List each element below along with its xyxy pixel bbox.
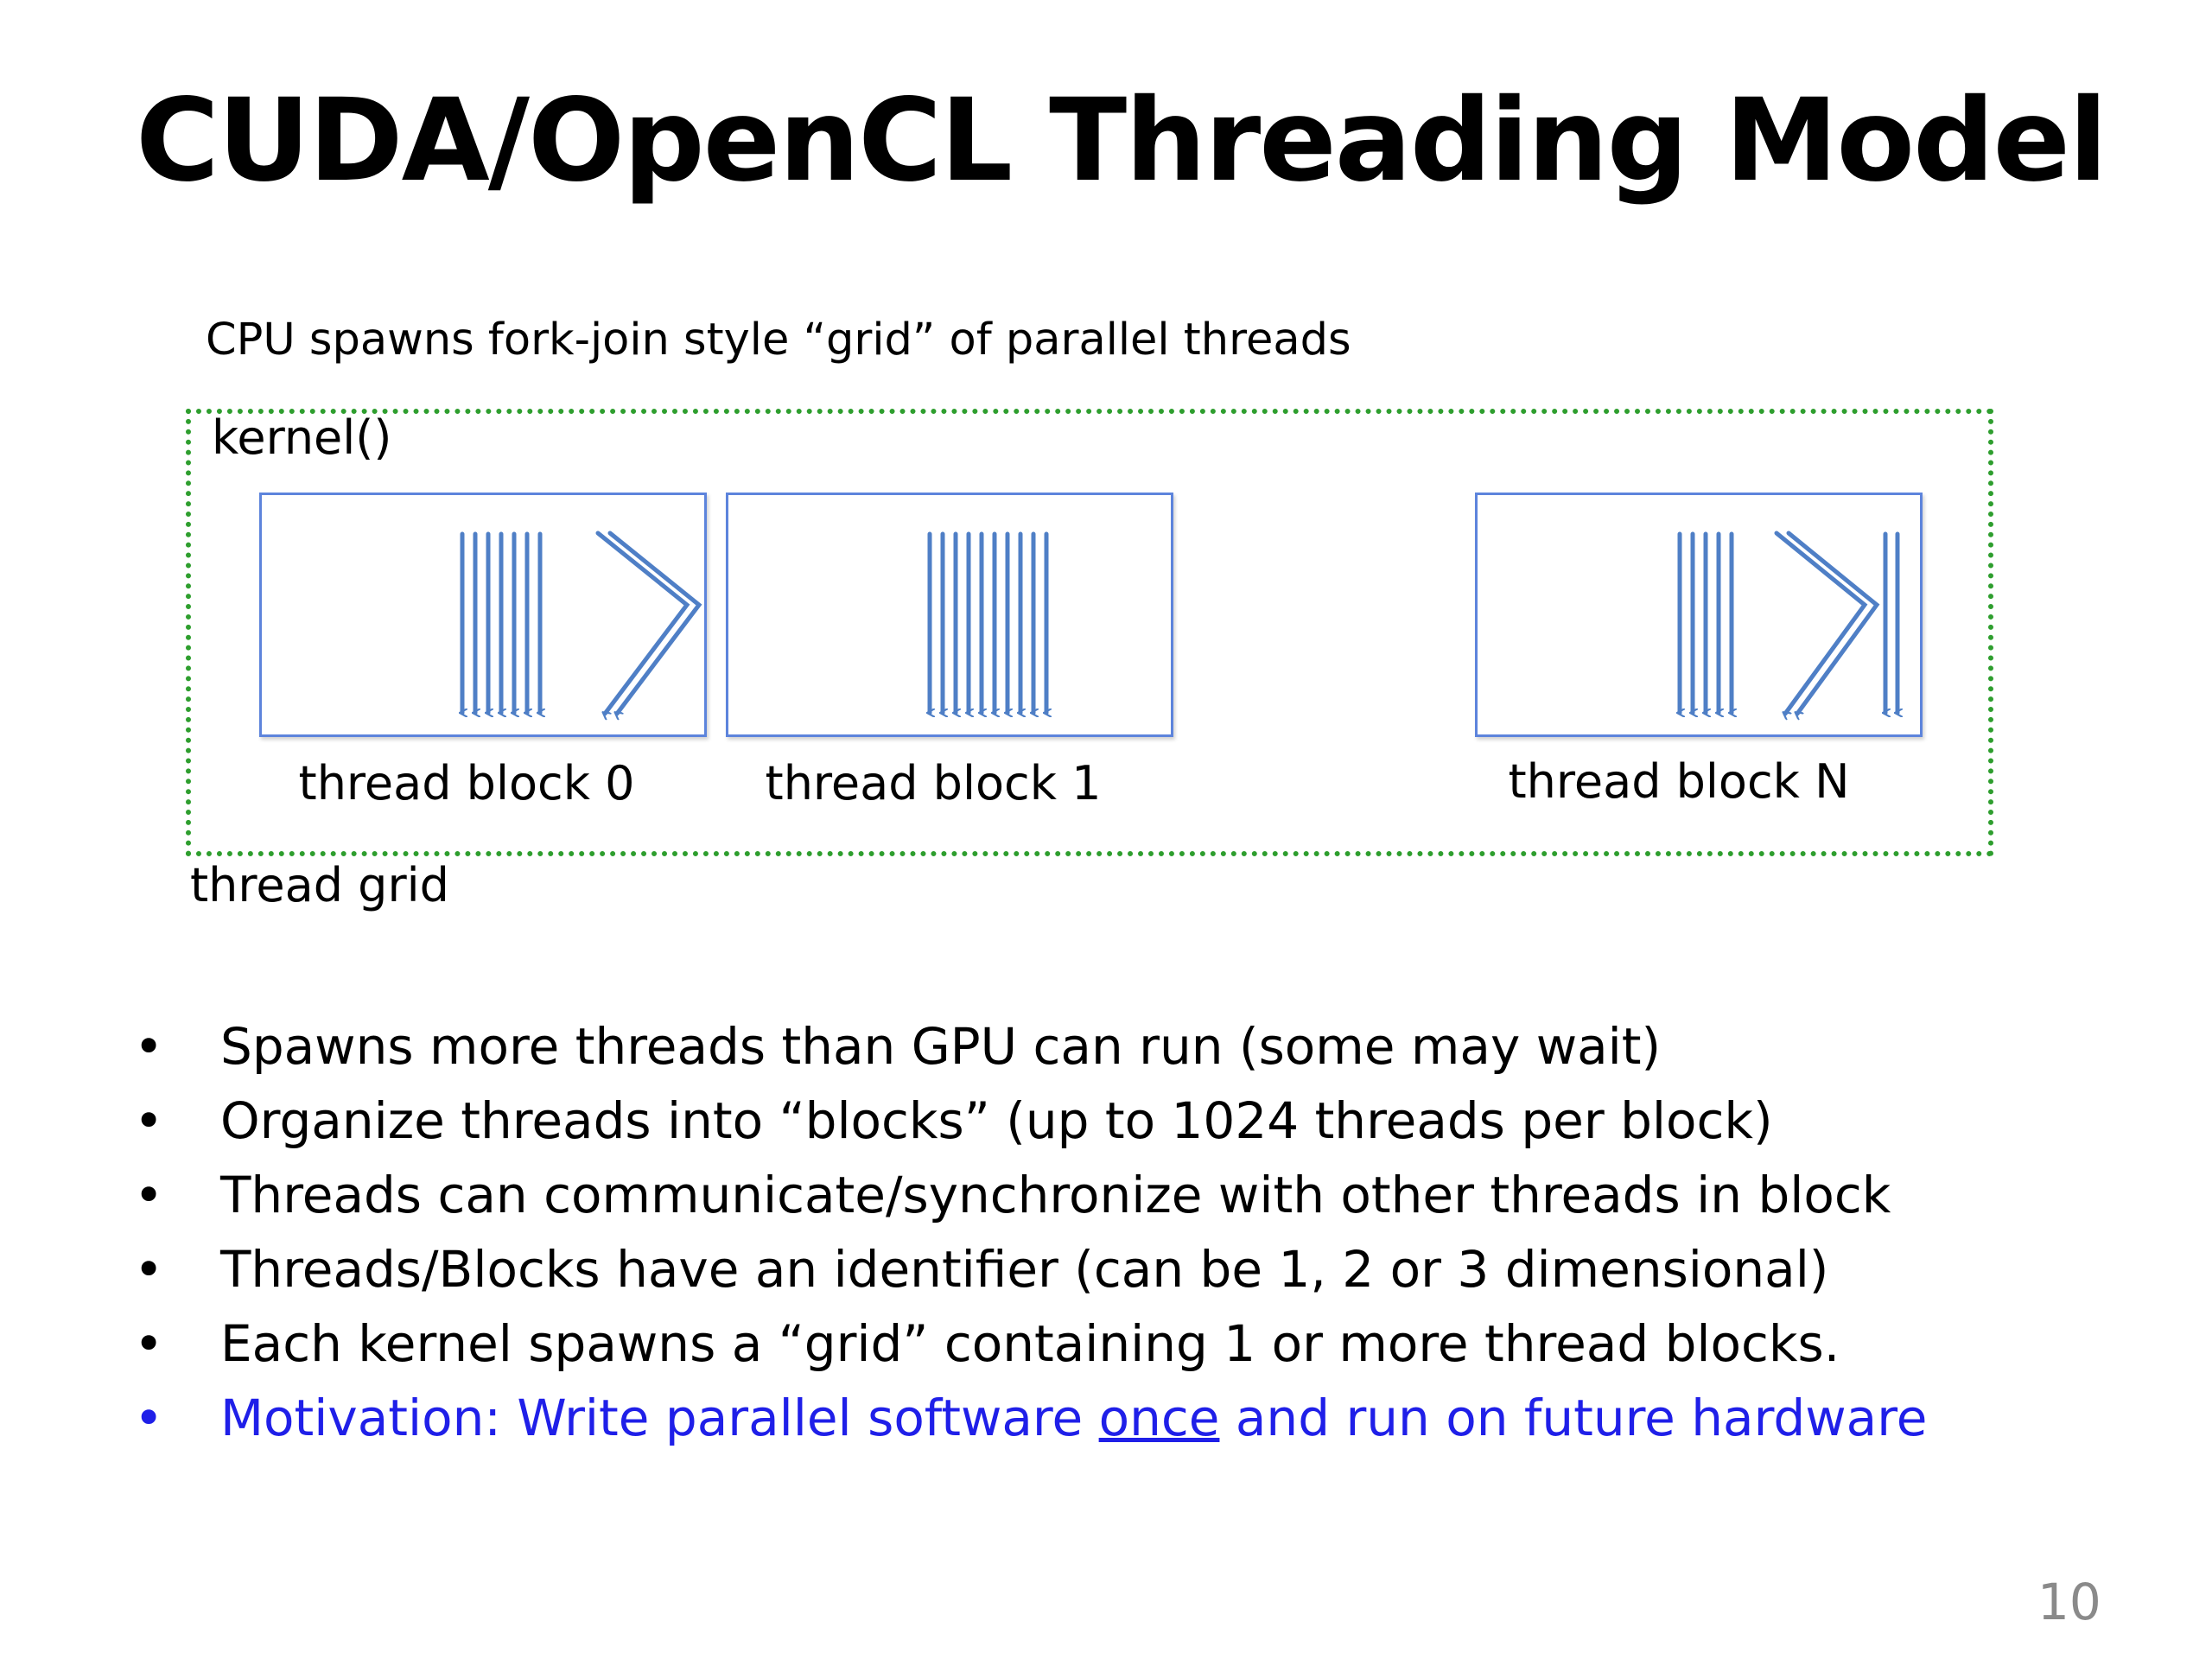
- diagram-caption: CPU spawns fork-join style “grid” of par…: [206, 315, 1351, 365]
- bullet-dot-icon: •: [134, 1091, 164, 1150]
- thread-arrow-bent: [1786, 531, 1880, 714]
- bullet-dot-icon: •: [134, 1389, 164, 1447]
- motivation-text-underlined: once: [1098, 1389, 1220, 1447]
- thread-arrow-bent: [595, 531, 690, 714]
- motivation-bullet: • Motivation: Write parallel software onc…: [134, 1381, 1927, 1455]
- bullet-dot-icon: •: [134, 1166, 164, 1224]
- thread-block-0-label: thread block 0: [298, 756, 635, 810]
- thread-grid-box: [186, 409, 1993, 856]
- thread-grid-label: thread grid: [190, 858, 449, 912]
- bullet-item: •Threads/Blocks have an identifier (can …: [134, 1232, 1927, 1306]
- bullet-dot-icon: •: [134, 1314, 164, 1373]
- thread-block-n-label: thread block N: [1508, 754, 1850, 809]
- bullet-item: •Spawns more threads than GPU can run (s…: [134, 1009, 1927, 1084]
- thread-block-n: [1475, 493, 1923, 737]
- thread-block-1-label: thread block 1: [765, 756, 1102, 810]
- motivation-text-before: Motivation: Write parallel software: [220, 1389, 1099, 1447]
- thread-arrow-bent: [607, 531, 702, 714]
- bullet-dot-icon: •: [134, 1240, 164, 1299]
- bullet-list: •Spawns more threads than GPU can run (s…: [134, 1009, 1927, 1455]
- slide-title: CUDA/OpenCL Threading Model: [136, 74, 2107, 207]
- bullet-item: •Organize threads into “blocks” (up to 1…: [134, 1084, 1927, 1158]
- bullet-item: •Threads can communicate/synchronize wit…: [134, 1158, 1927, 1232]
- motivation-text-after: and run on future hardware: [1219, 1389, 1928, 1447]
- kernel-label: kernel(): [212, 410, 392, 465]
- page-number: 10: [2037, 1573, 2101, 1631]
- bullet-item: •Each kernel spawns a “grid” containing …: [134, 1306, 1927, 1381]
- thread-arrow-bent: [1774, 531, 1868, 714]
- thread-block-1: [726, 493, 1173, 737]
- bullet-dot-icon: •: [134, 1017, 164, 1076]
